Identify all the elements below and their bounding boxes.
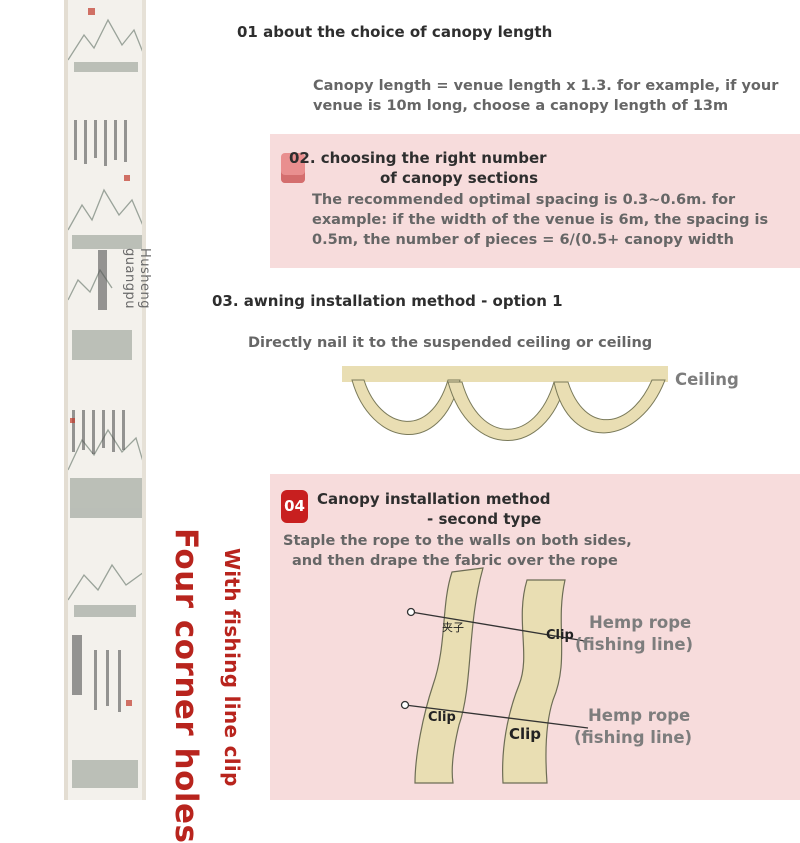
rope-label-1-line-1: Hemp rope: [589, 613, 692, 632]
section-04-line-1: Staple the rope to the walls on both sid…: [283, 533, 632, 549]
section-02-panel: [270, 134, 800, 268]
landscape-painting-image: [67, 8, 145, 788]
fishing-line-clip-text: With fishing line clip: [220, 548, 244, 787]
section-02-line-3: 0.5m, the number of pieces = 6/(0.5+ can…: [312, 232, 734, 248]
section-01-line-1: Canopy length = venue length x 1.3. for …: [313, 78, 779, 94]
rope-label-2-line-2: (fishing line): [574, 728, 693, 747]
section-02-line-2: example: if the width of the venue is 6m…: [312, 212, 769, 228]
clip-label-2: Clip: [428, 710, 456, 725]
section-01-heading: 01 about the choice of canopy length: [237, 23, 553, 41]
section-03-heading: 03. awning installation method - option …: [212, 292, 563, 310]
ceiling-canopy-diagram: [342, 366, 668, 441]
chinese-clip-label: 夹子: [442, 621, 464, 634]
section-03-instruction: Directly nail it to the suspended ceilin…: [248, 335, 653, 351]
clip-label-3: Clip: [509, 725, 542, 743]
four-corner-holes-text: Four corner holes: [168, 528, 204, 843]
section-02-heading-line-2: of canopy sections: [380, 169, 539, 187]
rope-label-2-line-1: Hemp rope: [588, 706, 691, 725]
section-04-badge: 04: [281, 490, 308, 523]
section-02-line-1: The recommended optimal spacing is 0.3~0…: [312, 192, 736, 208]
section-02-badge-icon: [281, 153, 305, 183]
section-04-heading-line-1: Canopy installation method: [317, 490, 551, 508]
scroll-painting: [64, 0, 146, 800]
brand-line-1: Husheng: [137, 248, 152, 310]
clip-label-1: Clip: [546, 628, 574, 643]
ceiling-label: Ceiling: [675, 370, 739, 389]
brand-vertical-text: Husheng guangpu: [118, 248, 152, 318]
scroll-edge-right: [142, 0, 146, 800]
section-04-line-2: and then drape the fabric over the rope: [292, 553, 618, 569]
rope-canopy-diagram: [400, 567, 589, 784]
section-04-heading-line-2: - second type: [427, 510, 542, 528]
rope-label-1-line-2: (fishing line): [575, 635, 694, 654]
section-02-heading-line-1: 02. choosing the right number: [289, 149, 547, 167]
scroll-edge-left: [64, 0, 68, 800]
brand-line-2: guangpu: [122, 248, 137, 309]
section-01-line-2: venue is 10m long, choose a canopy lengt…: [313, 98, 729, 114]
